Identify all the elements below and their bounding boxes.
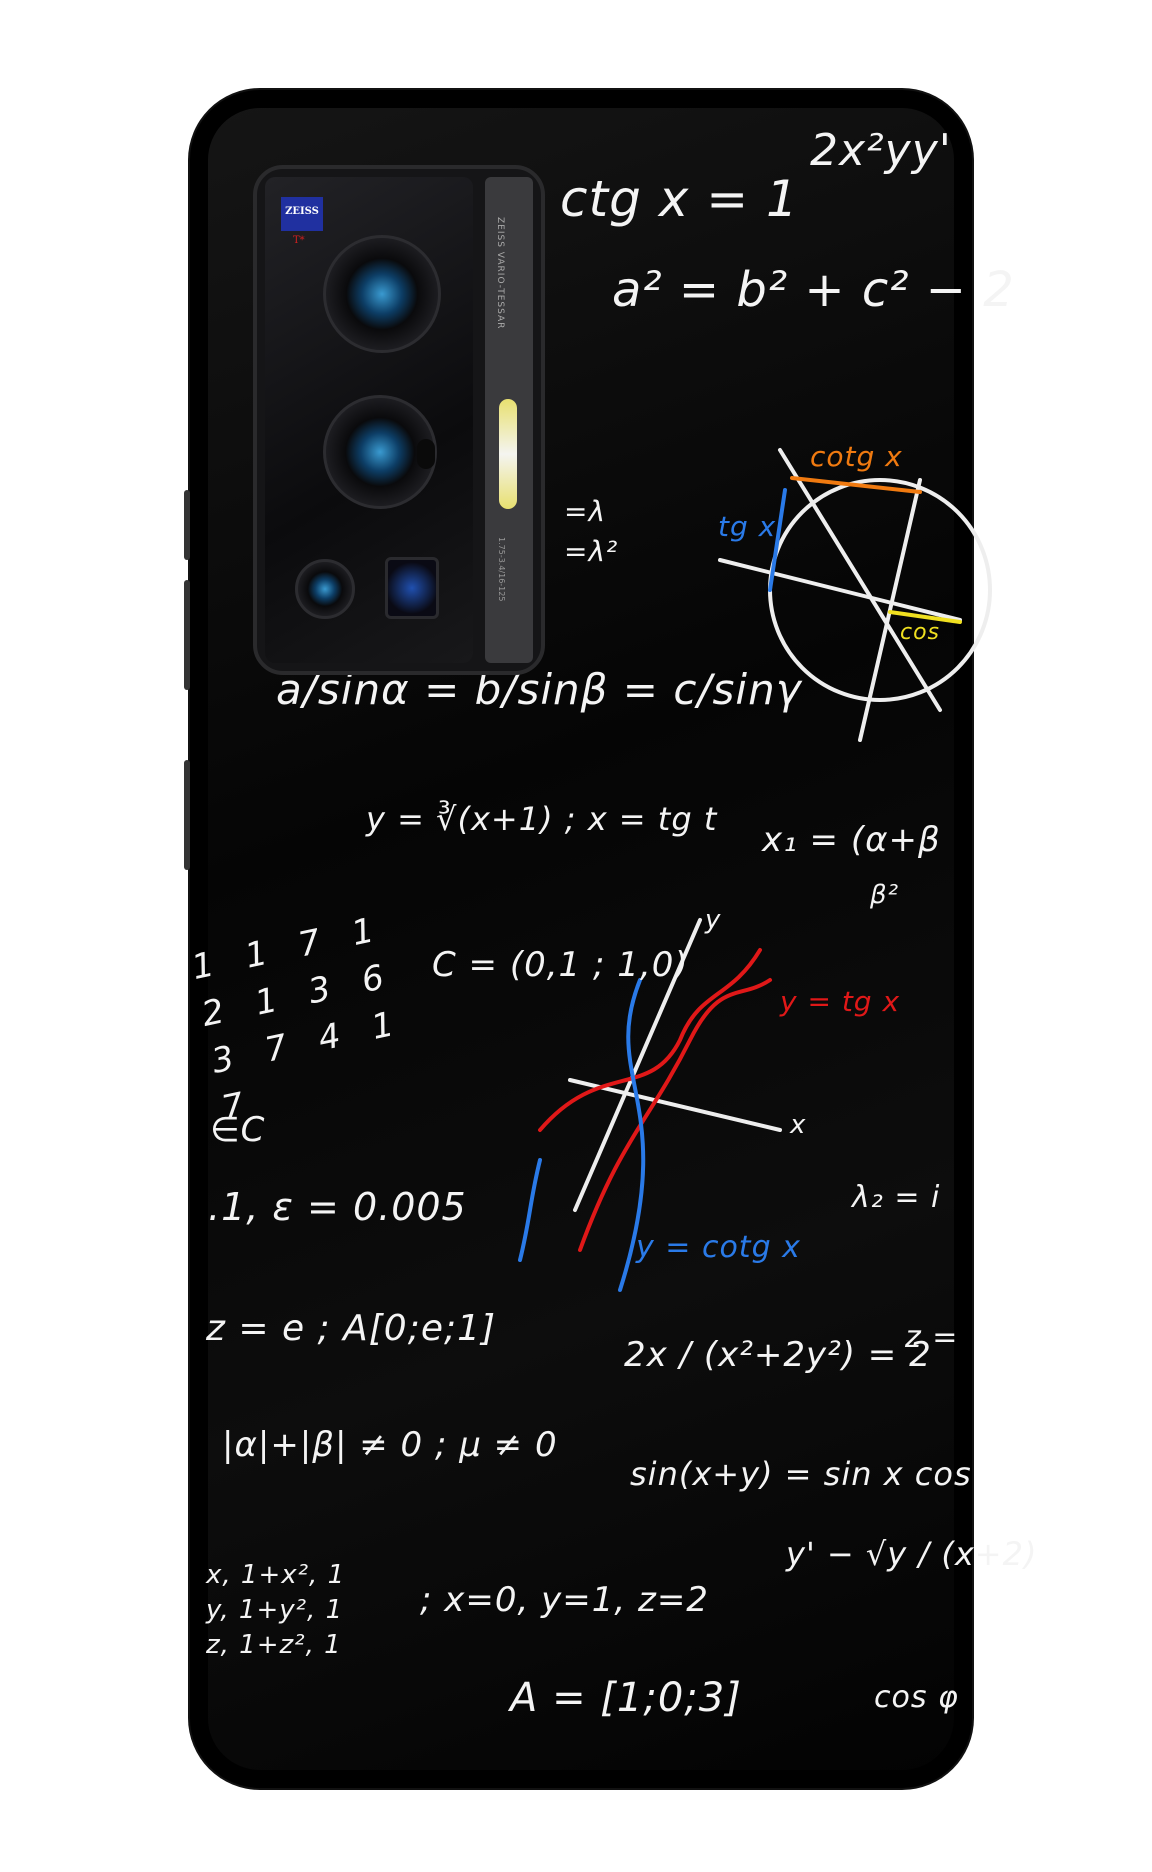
formula: cotg x [810, 440, 903, 473]
matrix-row: y, 1+y², 1 [206, 1595, 344, 1625]
axis-y-label: y [705, 905, 722, 935]
formula: ∈C [210, 1110, 266, 1150]
formula: y = cotg x [636, 1230, 801, 1265]
camera-module: ZEISS T* ZEISS VARIO-TESSAR 1.75-3.4/16-… [253, 165, 545, 675]
formula: y = tg x [780, 985, 901, 1018]
t-star-mark: T* [293, 235, 305, 246]
matrix-row: x, 1+x², 1 [206, 1560, 346, 1590]
formula: λ₂ = i [852, 1180, 941, 1215]
periscope-lens-icon [385, 557, 439, 619]
main-lens-icon [323, 235, 441, 353]
formula: x₁ = (α+β [762, 820, 941, 860]
sensor-icon [417, 439, 435, 469]
camera-strip: ZEISS VARIO-TESSAR 1.75-3.4/16-125 [485, 177, 533, 663]
formula: y = ∛(x+1) ; x = tg t [366, 800, 718, 838]
strip-spec: 1.75-3.4/16-125 [497, 537, 506, 602]
formula: .1, ε = 0.005 [208, 1185, 467, 1229]
side-button [184, 490, 190, 560]
formula: cos [900, 620, 941, 645]
ultrawide-lens-icon [295, 559, 355, 619]
formula: sin(x+y) = sin x cos [630, 1455, 972, 1493]
formula: y' − √y / (x+2) [786, 1535, 1038, 1573]
axis-x-label: x [790, 1110, 807, 1140]
strip-label: ZEISS VARIO-TESSAR [495, 217, 505, 330]
formula: 2x / (x²+2y²) = 2 [624, 1335, 932, 1375]
matrix-row: z, 1+z², 1 [206, 1630, 342, 1660]
unit-circle [768, 478, 992, 702]
formula: |α|+|β| ≠ 0 ; μ ≠ 0 [222, 1425, 558, 1465]
formula: β² [870, 880, 900, 910]
formula: =λ² [564, 535, 619, 568]
side-button [184, 760, 190, 870]
formula: 2x²yy' [810, 125, 952, 176]
formula: cos φ [874, 1680, 959, 1715]
zeiss-logo: ZEISS [281, 197, 323, 231]
formula: ; x=0, y=1, z=2 [420, 1580, 709, 1620]
flash-icon [499, 399, 517, 509]
side-button [184, 580, 190, 690]
formula: z = e ; A[0;e;1] [206, 1308, 497, 1349]
formula: =λ [564, 495, 607, 528]
camera-glass: ZEISS T* [265, 177, 473, 663]
formula: tg x [718, 510, 777, 543]
formula: C = (0,1 ; 1,0) [432, 945, 689, 985]
formula: A = [1;0;3] [510, 1675, 742, 1721]
formula: z = [905, 1320, 959, 1355]
formula: ctg x = 1 [560, 170, 799, 228]
formula: a² = b² + c² − 2 [612, 262, 1015, 318]
